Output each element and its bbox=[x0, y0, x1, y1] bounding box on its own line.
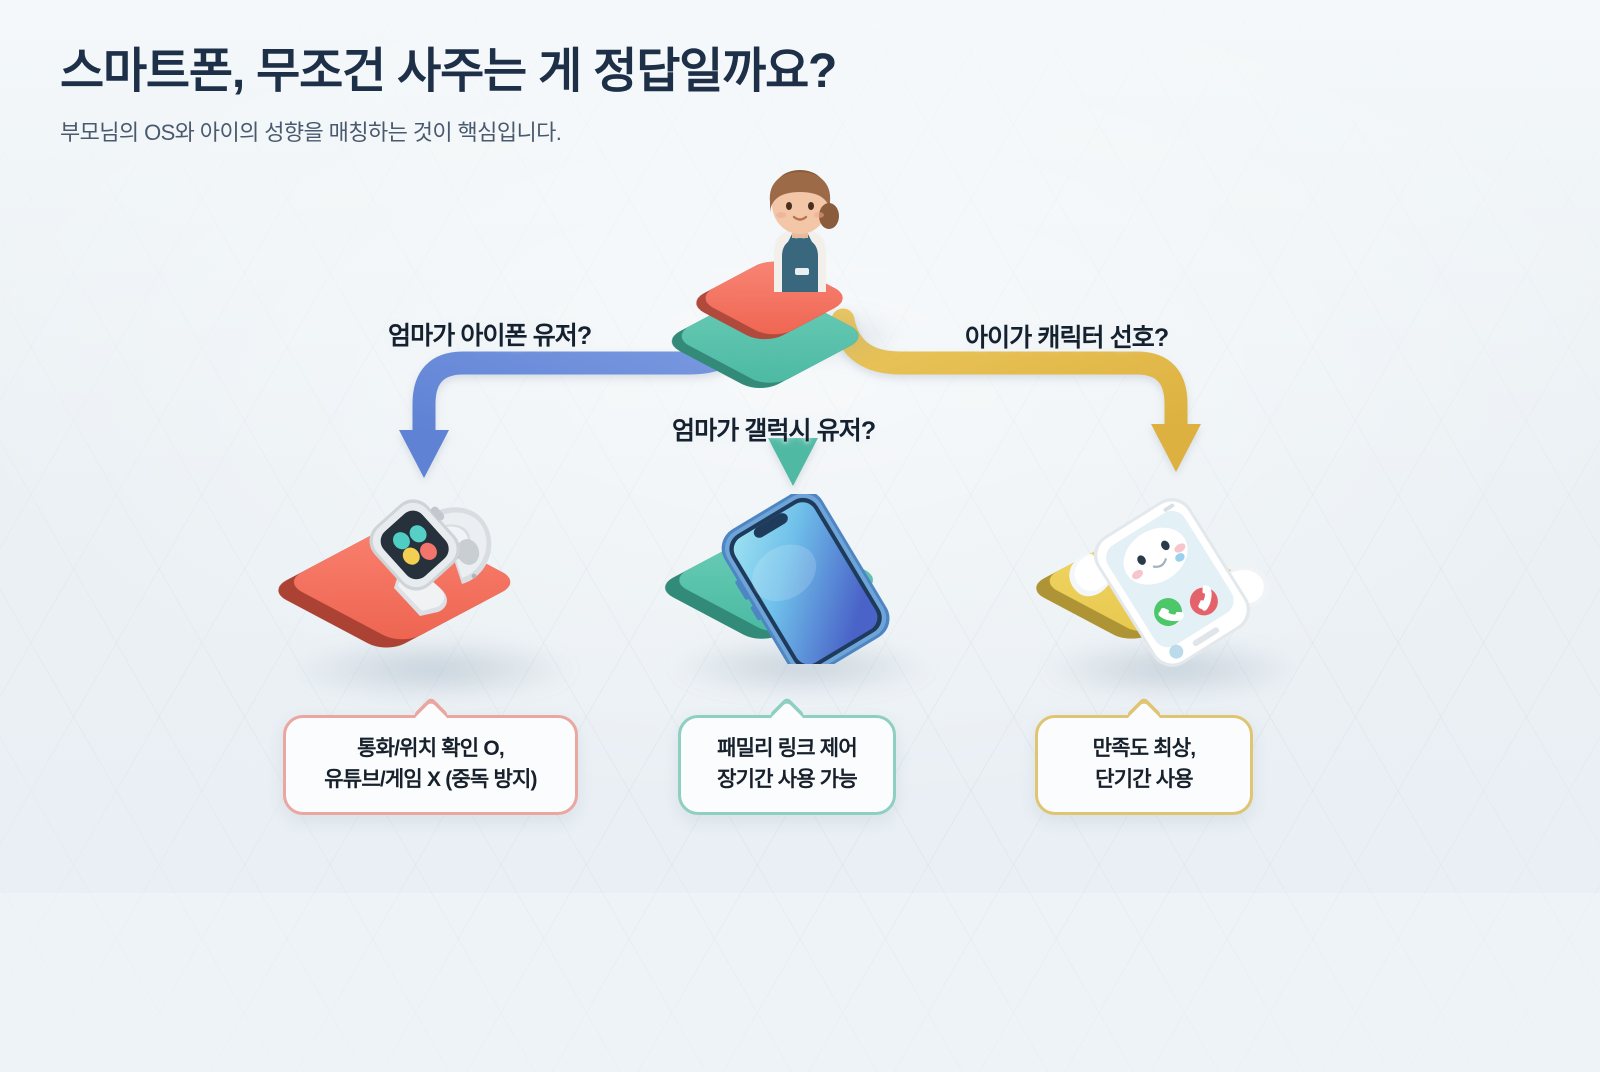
callout-line: 단기간 사용 bbox=[1095, 767, 1193, 791]
branch-label-galaxy: 엄마가 갤럭시 유저? bbox=[672, 417, 876, 445]
callout-character: 만족도 최상, 단기간 사용 bbox=[1035, 696, 1253, 816]
root-node-mom[interactable] bbox=[660, 168, 940, 389]
page-subtitle: 부모님의 OS와 아이의 성향을 매칭하는 것이 핵심입니다. bbox=[60, 119, 562, 145]
branch-node-character[interactable] bbox=[1022, 482, 1322, 698]
callout-line: 패밀리 링크 제어 bbox=[717, 737, 858, 760]
mom-figure-icon bbox=[769, 170, 839, 292]
branch-label-iphone: 엄마가 아이폰 유저? bbox=[388, 322, 592, 350]
iphone-platform-shadow bbox=[288, 638, 578, 700]
branch-label-character: 아이가 캐릭터 선호? bbox=[965, 324, 1169, 352]
header: 스마트폰, 무조건 사주는 게 정답일까요? 부모님의 OS와 아이의 성향을 … bbox=[60, 45, 837, 147]
branch-node-galaxy[interactable] bbox=[650, 478, 950, 696]
callout-line: 유튜브/게임 X (중독 방지) bbox=[324, 767, 537, 791]
callout-line: 통화/위치 확인 O, bbox=[357, 737, 505, 760]
callout-line: 만족도 최상, bbox=[1092, 737, 1196, 760]
branch-node-iphone[interactable] bbox=[258, 470, 608, 700]
smartphone-icon bbox=[721, 494, 890, 664]
callout-galaxy: 패밀리 링크 제어 장기간 사용 가능 bbox=[678, 696, 896, 816]
arrow-character bbox=[831, 308, 1201, 472]
callout-line: 장기간 사용 가능 bbox=[717, 767, 858, 791]
character-phone-icon bbox=[1069, 498, 1270, 667]
smartwatch-icon bbox=[369, 499, 492, 616]
callout-iphone: 통화/위치 확인 O, 유튜브/게임 X (중독 방지) bbox=[283, 696, 578, 816]
page-title: 스마트폰, 무조건 사주는 게 정답일까요? bbox=[60, 45, 837, 98]
